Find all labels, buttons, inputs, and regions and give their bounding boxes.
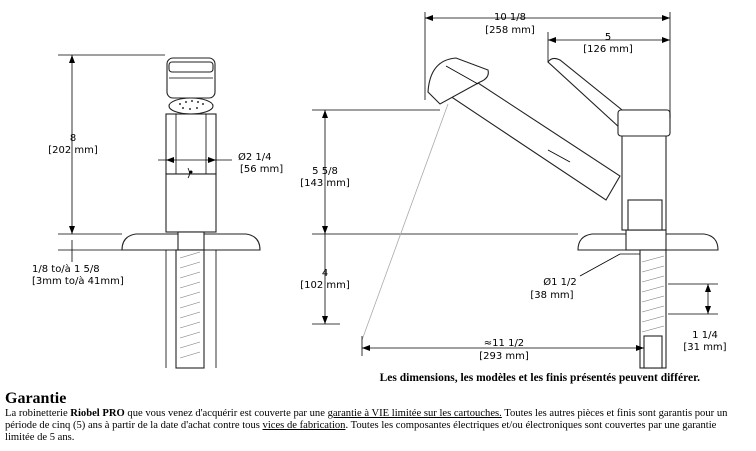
brand-name: Riobel PRO <box>70 408 125 419</box>
warranty-text-2: que vous venez d'acquérir est couverte p… <box>124 408 328 419</box>
dim-height-8-mm: [202 mm] <box>48 145 98 156</box>
dim-diameter-1-1-2-mm: [38 mm] <box>530 290 573 301</box>
technical-drawing: 8 [202 mm] Ø2 1/4 [56 mm] 1/8 to/à 1 5/8… <box>32 12 727 369</box>
front-view <box>58 54 261 369</box>
manufacturing-defects-link[interactable]: vices de fabrication <box>262 420 346 431</box>
dim-lower-height: 4 <box>322 268 328 279</box>
dim-hose-length-mm: [293 mm] <box>479 351 529 362</box>
dim-diameter-2-1-4: Ø2 1/4 <box>238 151 272 163</box>
warranty-text-4: . Toutes les composantes électriques et/… <box>5 420 717 443</box>
side-view <box>312 12 719 369</box>
disclaimer-text: Les dimensions, les modèles et les finis… <box>379 372 700 384</box>
dim-diameter-2-1-4-mm: [56 mm] <box>240 164 283 175</box>
dim-reach-total-mm: [258 mm] <box>485 25 535 36</box>
dim-spout-height: 5 5/8 <box>312 166 338 177</box>
dim-deck-range: 1/8 to/à 1 5/8 <box>32 263 100 275</box>
dimension-labels: 8 [202 mm] Ø2 1/4 [56 mm] 1/8 to/à 1 5/8… <box>32 12 727 362</box>
garantie-heading: Garantie <box>5 390 67 407</box>
dim-connector: 1 1/4 <box>692 330 718 341</box>
dim-handle-reach-mm: [126 mm] <box>583 44 633 55</box>
dim-lower-height-mm: [102 mm] <box>300 280 350 291</box>
warranty-paragraph: La robinetterie Riobel PRO que vous vene… <box>5 408 740 444</box>
dim-handle-reach: 5 <box>605 32 611 43</box>
dim-diameter-1-1-2: Ø1 1/2 <box>543 276 577 288</box>
dim-height-8: 8 <box>70 133 76 144</box>
warranty-text-3: Toutes les autres pièces et finis sont g… <box>5 408 728 431</box>
dim-hose-length: ≈11 1/2 <box>484 338 524 349</box>
dim-connector-mm: [31 mm] <box>683 342 726 353</box>
dim-spout-height-mm: [143 mm] <box>300 178 350 189</box>
dim-reach-total: 10 1/8 <box>494 12 526 23</box>
dim-deck-range-mm: [3mm to/à 41mm] <box>32 275 124 287</box>
lifetime-warranty-link[interactable]: garantie à VIE limitée sur les cartouche… <box>327 408 502 419</box>
warranty-text-1: La robinetterie <box>5 408 71 419</box>
